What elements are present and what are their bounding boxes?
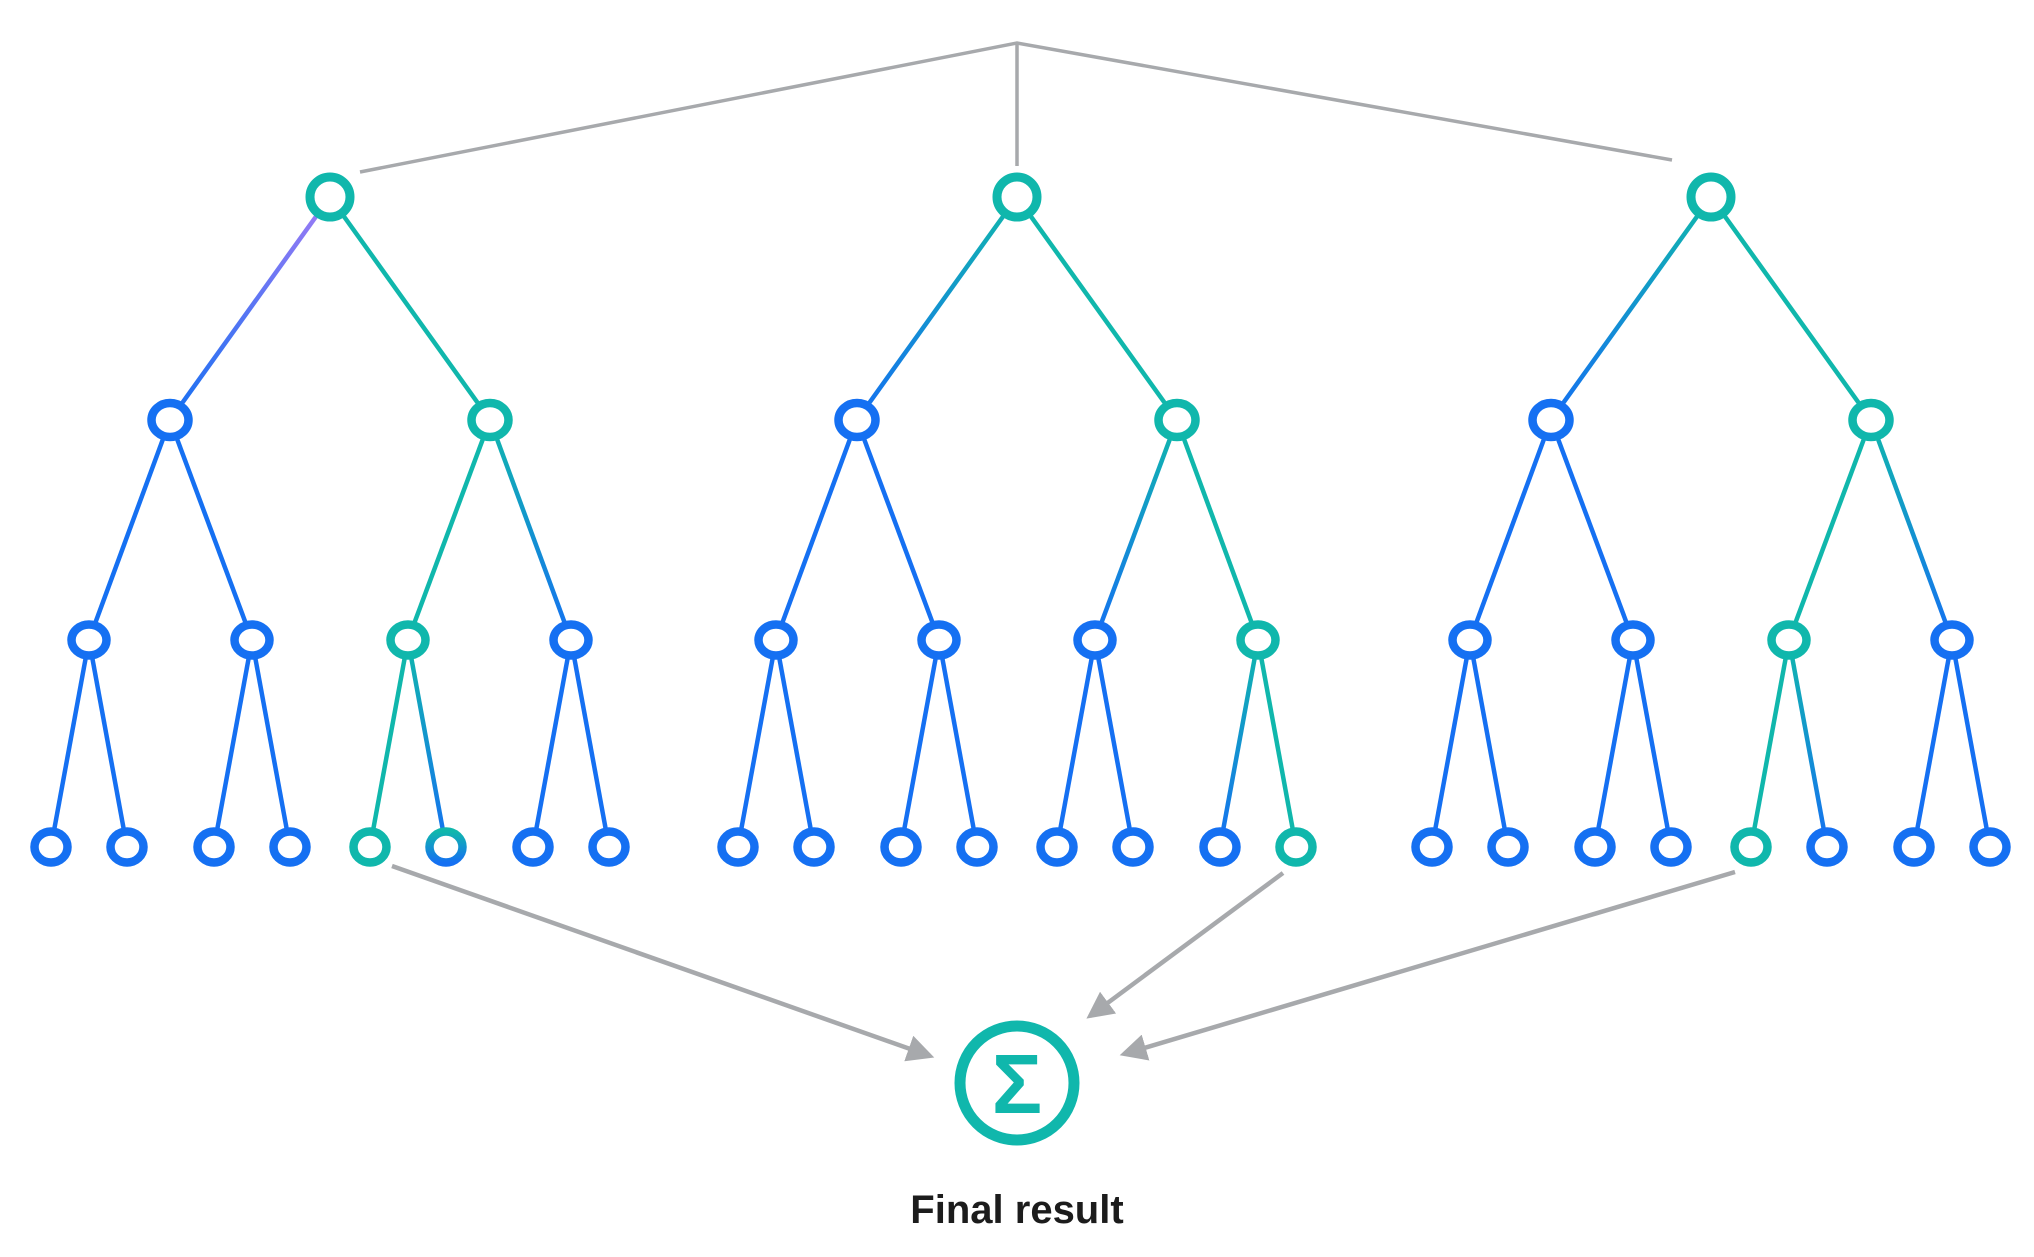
tree-1-edge-R-RR <box>487 419 574 641</box>
tree-3-edge-LL-LLL <box>1429 639 1473 848</box>
tree-1-node-rrr <box>588 827 630 867</box>
tree-1-node-rr <box>549 620 593 660</box>
tree-3-node-rrl <box>1893 827 1935 867</box>
tree-3-edge-L-LL <box>1467 419 1554 641</box>
tree-1-edge-root-R <box>328 195 492 422</box>
tree-1-node-rlr <box>425 827 467 867</box>
tree-1-node-llr <box>106 827 148 867</box>
tree-2-edge-R-RL <box>1092 419 1180 641</box>
sigma-icon: Σ <box>992 1037 1042 1131</box>
tree-2-edge-R-RR <box>1174 419 1261 641</box>
tree-1-node-lrl <box>193 827 235 867</box>
tree-2-edge-RL-RLR <box>1092 639 1136 848</box>
tree-3-edge-LR-LRL <box>1592 639 1636 848</box>
tree-2-node-lll <box>717 827 759 867</box>
tree-edges-layer <box>48 195 1993 848</box>
tree-1-edge-root-L <box>168 195 332 422</box>
tree-2-node-rl <box>1073 620 1117 660</box>
tree-3-edge-LR-LRR <box>1630 639 1674 848</box>
tree-3-edge-RL-RLL <box>1748 639 1792 848</box>
tree-2-node-rrl <box>1199 827 1241 867</box>
tree-2-edge-LR-LRR <box>936 639 980 848</box>
tree-3-edge-R-RL <box>1786 419 1874 641</box>
tree-3-node-l <box>1528 398 1574 442</box>
tree-1-edge-LL-LLR <box>86 639 130 848</box>
tree-1-edge-R-RL <box>405 419 493 641</box>
tree-2-node-lrl <box>880 827 922 867</box>
tree-1-node-l <box>147 398 193 442</box>
tree-2-edge-L-LR <box>854 419 942 641</box>
tree-3-node-rr <box>1930 620 1974 660</box>
tree-1-node-rll <box>349 827 391 867</box>
aggregation-arrow-2 <box>1086 871 1285 1019</box>
tree-2-edge-L-LL <box>773 419 860 641</box>
sum-node-group: Σ <box>954 1020 1080 1146</box>
tree-1-node-rl <box>386 620 430 660</box>
tree-3-edge-RR-RRR <box>1949 639 1993 848</box>
tree-3-node-rlr <box>1806 827 1848 867</box>
tree-2-node-r <box>1154 398 1200 442</box>
tree-1-node-lrr <box>269 827 311 867</box>
fan-lines-layer <box>359 41 1673 174</box>
tree-2-edge-LR-LRL <box>898 639 942 848</box>
tree-3-node-llr <box>1487 827 1529 867</box>
tree-3-node-lr <box>1611 620 1655 660</box>
tree-1-edge-LR-LRL <box>211 639 255 848</box>
tree-3-node-rll <box>1730 827 1772 867</box>
tree-2-node-llr <box>793 827 835 867</box>
tree-1-node-lll <box>30 827 72 867</box>
tree-2-edge-root-R <box>1015 195 1179 422</box>
tree-1-edge-RL-RLL <box>367 639 411 848</box>
tree-1-edge-RR-RRR <box>568 639 612 848</box>
tree-1-node-ll <box>67 620 111 660</box>
tree-2-node-lrr <box>956 827 998 867</box>
tree-2-node-root <box>992 172 1042 222</box>
tree-nodes-layer <box>30 172 2011 867</box>
tree-1-edge-RR-RRL <box>530 639 574 848</box>
tree-1-edge-LR-LRR <box>249 639 293 848</box>
tree-1-node-rrl <box>512 827 554 867</box>
aggregation-arrow-3 <box>1119 869 1736 1061</box>
tree-1-edge-L-LR <box>167 419 255 641</box>
tree-3-node-lrr <box>1650 827 1692 867</box>
tree-3-edge-L-LR <box>1548 419 1636 641</box>
tree-2-node-rll <box>1036 827 1078 867</box>
tree-2-node-rr <box>1236 620 1280 660</box>
tree-2-node-l <box>834 398 880 442</box>
final-result-label: Final result <box>910 1188 1123 1232</box>
tree-1-edge-LL-LLL <box>48 639 92 848</box>
tree-2-node-lr <box>917 620 961 660</box>
tree-3-node-lrl <box>1574 827 1616 867</box>
tree-3-node-r <box>1848 398 1894 442</box>
tree-3-edge-RR-RRL <box>1911 639 1955 848</box>
tree-2-edge-LL-LLL <box>735 639 779 848</box>
tree-1-node-lr <box>230 620 274 660</box>
tree-3-edge-LL-LLR <box>1467 639 1511 848</box>
tree-2-node-ll <box>754 620 798 660</box>
tree-2-node-rlr <box>1112 827 1154 867</box>
tree-3-edge-RL-RLR <box>1786 639 1830 848</box>
tree-3-node-root <box>1686 172 1736 222</box>
tree-2-node-rrr <box>1275 827 1317 867</box>
tree-1-edge-RL-RLR <box>405 639 449 848</box>
tree-3-node-rl <box>1767 620 1811 660</box>
tree-1-node-r <box>467 398 513 442</box>
tree-2-edge-RL-RLL <box>1054 639 1098 848</box>
tree-2-edge-root-L <box>855 195 1019 422</box>
tree-2-edge-LL-LLR <box>773 639 817 848</box>
tree-3-node-lll <box>1411 827 1453 867</box>
tree-3-edge-root-L <box>1549 195 1713 422</box>
tree-3-edge-root-R <box>1709 195 1873 422</box>
tree-3-node-ll <box>1448 620 1492 660</box>
sum-node-circle <box>954 1020 1080 1146</box>
tree-3-node-rrr <box>1969 827 2011 867</box>
tree-1-edge-L-LL <box>86 419 173 641</box>
tree-2-edge-RR-RRL <box>1217 639 1261 848</box>
aggregation-arrow-1 <box>391 863 935 1062</box>
tree-2-edge-RR-RRR <box>1255 639 1299 848</box>
aggregation-arrows-layer <box>391 863 1736 1062</box>
tree-1-node-root <box>305 172 355 222</box>
tree-3-edge-R-RR <box>1868 419 1955 641</box>
